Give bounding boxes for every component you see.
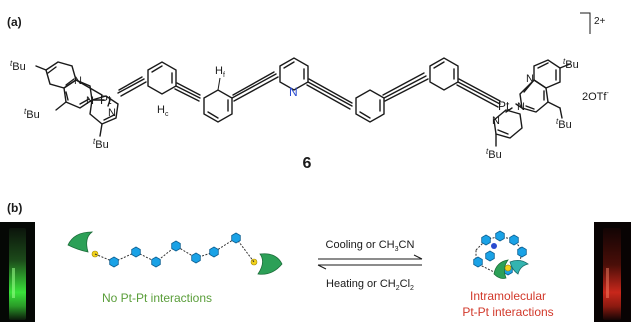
left-crescent-icon — [67, 231, 94, 253]
equilibrium-arrows — [317, 254, 423, 270]
tbu-label-left-mid: tBu — [24, 107, 40, 121]
n-label-left-3: N — [108, 107, 116, 119]
arrow-bottom-label: Heating or CH2Cl2 — [326, 278, 414, 292]
folded-pt-sphere-icon — [504, 264, 512, 272]
benzene-ring-1 — [147, 61, 177, 95]
right-terpyridine-complex — [493, 59, 571, 147]
alkyne-2 — [174, 82, 201, 102]
n-label-central: N — [289, 85, 298, 99]
folded-pyridine-n-icon — [491, 243, 497, 249]
arrow-top-label: Cooling or CH3CN — [326, 239, 415, 253]
left-caption: No Pt-Pt interactions — [102, 291, 212, 305]
right-alkyne — [456, 78, 501, 108]
tbu-label-left-top: tBu — [10, 59, 26, 73]
charge-bracket: 2+ — [580, 12, 606, 34]
benzene-ring-2 — [203, 77, 233, 123]
open-chain-cartoon — [67, 231, 283, 275]
counterion-label: 2OTf- — [582, 90, 609, 103]
n-label-left-2: N — [86, 95, 94, 107]
pt-sphere-right — [250, 258, 258, 266]
panel-b-label: (b) — [7, 201, 22, 215]
red-vial-photo — [594, 222, 631, 322]
right-caption-line1: Intramolecular — [470, 289, 546, 303]
alkyne-3 — [231, 71, 279, 102]
alkyne-5 — [382, 72, 429, 102]
right-crescent-icon — [257, 253, 283, 275]
n-label-right-3: N — [492, 115, 500, 127]
n-label-right-2: N — [517, 101, 525, 113]
alkyne-4 — [306, 78, 353, 110]
tbu-label-right-top: tBu — [563, 57, 579, 71]
left-alkyne-1 — [117, 76, 147, 97]
compound-number: 6 — [303, 155, 312, 172]
folded-ring-cartoon — [473, 230, 529, 279]
benzene-ring-4 — [429, 57, 459, 91]
tbu-label-right-bottom: tBu — [486, 147, 502, 161]
right-caption-line2: Pt-Pt interactions — [462, 305, 553, 319]
tbu-label-left-bottom: tBu — [93, 137, 109, 151]
hc-label: Hc — [157, 104, 169, 118]
n-label-right-1: N — [526, 73, 534, 85]
left-terpyridine-complex — [35, 61, 119, 137]
benzene-ring-3 — [355, 89, 385, 123]
green-vial-photo — [0, 222, 35, 322]
folded-crescent-front-icon — [493, 259, 509, 279]
panel-a-label: (a) — [7, 15, 22, 29]
charge-label: 2+ — [594, 16, 606, 27]
n-label-left-1: N — [74, 75, 82, 87]
tbu-label-right-mid: tBu — [556, 117, 572, 131]
pt-label-right: Pt — [498, 99, 510, 113]
pt-label-left: Pt — [100, 93, 112, 107]
hf-label: Hf — [215, 65, 225, 79]
folded-crescent-back-icon — [509, 260, 529, 275]
